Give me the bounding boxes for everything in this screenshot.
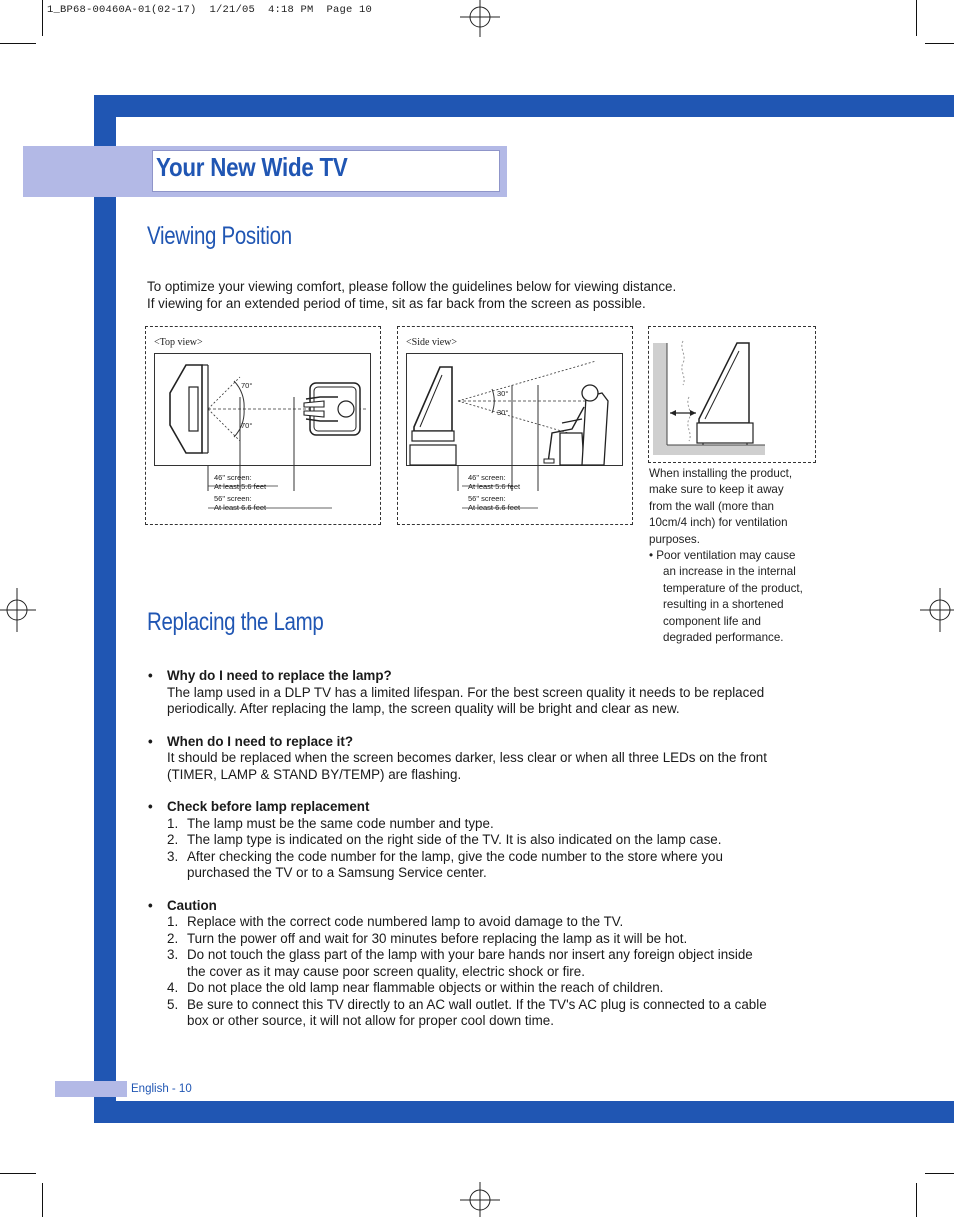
install-note-bullet-line-6: degraded performance.	[663, 631, 784, 645]
list-number: 5.	[167, 996, 179, 1012]
install-note: When installing the product, make sure t…	[649, 466, 819, 646]
list-item: 1. Replace with the correct code numbered…	[167, 914, 828, 931]
list-item: 2. Turn the power off and wait for 30 min…	[167, 931, 828, 948]
faq-why-replace: • Why do I need to replace the lamp? The…	[148, 668, 828, 718]
install-note-line-4: 10cm/4 inch) for ventilation	[649, 516, 788, 530]
top-view-dist2-label: 56" screen:	[214, 494, 252, 503]
title-box	[152, 150, 500, 192]
bottom-blue-band	[94, 1101, 954, 1123]
top-view-diagram-icon	[154, 353, 371, 491]
list-text: Do not place the old lamp near flammable…	[187, 980, 664, 995]
faq-check-before: • Check before lamp replacement 1. The la…	[148, 799, 828, 882]
side-view-label: <Side view>	[406, 337, 457, 348]
side-view-distance-56: 56" screen: At least 6.6 feet	[468, 494, 521, 512]
side-view-dist2-value: At least 6.6 feet	[468, 502, 521, 512]
side-view-diagram-icon	[406, 353, 623, 491]
list-number: 3.	[167, 848, 179, 864]
faq-bullet: •	[148, 799, 153, 814]
top-blue-band	[94, 95, 954, 117]
faq-bullet: •	[148, 668, 153, 683]
list-text: Turn the power off and wait for 30 minut…	[187, 930, 688, 946]
list-item: 1. The lamp must be the same code number …	[167, 816, 828, 833]
print-header: 1_BP68-00460A-01(02-17) 1/21/05 4:18 PM …	[47, 4, 373, 16]
list-number: 2.	[167, 832, 179, 847]
side-view-figure: <Side view> 30° 30° 46" screen: At least…	[397, 326, 633, 525]
top-view-figure: <Top view> 70° 70° 46" screen: At least …	[145, 326, 381, 525]
list-number: 2.	[167, 930, 179, 946]
faq-answer-line-2: (TIMER, LAMP & STAND BY/TEMP) are flashi…	[167, 766, 462, 782]
list-text: Replace with the correct code numbered l…	[187, 914, 624, 929]
faq-answer-line-1: The lamp used in a DLP TV has a limited …	[167, 684, 765, 700]
list-item: 3. After checking the code number for the…	[167, 849, 828, 882]
viewing-position-heading: Viewing Position	[147, 222, 292, 250]
faq-answer-line-1: It should be replaced when the screen be…	[167, 750, 767, 765]
top-view-angle-lower: 70°	[241, 421, 253, 430]
list-item: 4. Do not place the old lamp near flammab…	[167, 980, 828, 997]
caution-list: 1. Replace with the correct code numbered…	[167, 914, 828, 1030]
top-view-dist1-label: 46" screen:	[214, 473, 252, 482]
install-note-line-3: from the wall (more than	[649, 499, 775, 513]
side-view-angle-lower: 30°	[497, 408, 509, 417]
registration-mark-right-icon	[920, 588, 954, 632]
faq-when-replace: • When do I need to replace it? It shoul…	[148, 734, 828, 784]
list-number: 1.	[167, 815, 179, 831]
list-text-cont: the cover as it may cause poor screen qu…	[187, 963, 585, 979]
list-text: After checking the code number for the l…	[187, 848, 723, 864]
page-title: Your New Wide TV	[156, 152, 348, 182]
list-item: 3. Do not touch the glass part of the lam…	[167, 947, 828, 980]
registration-mark-top-icon	[460, 0, 500, 37]
list-number: 3.	[167, 947, 179, 962]
list-text: Do not touch the glass part of the lamp …	[187, 947, 753, 962]
top-view-distance-56: 56" screen: At least 6.6 feet	[214, 494, 267, 512]
install-note-line-2: make sure to keep it away	[649, 483, 784, 497]
top-view-label: <Top view>	[154, 337, 203, 348]
faq-answer-line-2: periodically. After replacing the lamp, …	[167, 701, 680, 716]
install-note-bullet-line-2: an increase in the internal	[663, 565, 796, 579]
faq-question: When do I need to replace it?	[167, 733, 353, 749]
faq-question: Check before lamp replacement	[167, 799, 370, 814]
wall-clearance-figure	[648, 326, 816, 463]
list-item: 2. The lamp type is indicated on the righ…	[167, 832, 828, 849]
side-view-distance-lines-icon	[462, 485, 538, 509]
list-text-cont: purchased the TV or to a Samsung Service…	[187, 865, 487, 880]
wall-clearance-diagram-icon	[653, 340, 765, 455]
side-view-angle-upper: 30°	[497, 389, 509, 398]
viewing-intro-line-2: If viewing for an extended period of tim…	[147, 296, 646, 311]
list-text: The lamp type is indicated on the right …	[187, 832, 722, 847]
list-text-cont: box or other source, it will not allow f…	[187, 1013, 554, 1028]
install-note-bullet-line-4: resulting in a shortened	[663, 598, 784, 612]
faq-question: Why do I need to replace the lamp?	[167, 668, 392, 683]
left-blue-band	[94, 95, 116, 1123]
list-number: 1.	[167, 914, 179, 929]
install-note-line-5: purposes.	[649, 532, 700, 546]
replacing-lamp-heading: Replacing the Lamp	[147, 608, 324, 636]
list-number: 4.	[167, 980, 179, 995]
check-list: 1. The lamp must be the same code number …	[167, 816, 828, 882]
side-view-dist1-label: 46" screen:	[468, 473, 506, 482]
viewing-intro-line-1: To optimize your viewing comfort, please…	[147, 279, 677, 294]
faq-bullet: •	[148, 897, 153, 913]
top-view-dist2-value: At least 6.6 feet	[214, 502, 267, 512]
install-note-bullet-line-5: component life and	[663, 614, 761, 628]
faq-bullet: •	[148, 733, 153, 749]
top-view-angle-upper: 70°	[241, 381, 253, 390]
footer-bar	[55, 1081, 127, 1097]
lamp-faq: • Why do I need to replace the lamp? The…	[148, 668, 828, 1046]
list-text: Be sure to connect this TV directly to a…	[187, 996, 767, 1012]
registration-mark-left-icon	[0, 588, 36, 632]
faq-question: Caution	[167, 897, 217, 913]
registration-mark-bottom-icon	[460, 1182, 500, 1217]
page-number: English - 10	[131, 1083, 192, 1095]
install-note-bullet-line-3: temperature of the product,	[663, 581, 803, 595]
faq-caution: • Caution 1. Replace with the correct cod…	[148, 898, 828, 1030]
top-view-distance-lines-icon	[208, 485, 332, 509]
install-note-line-1: When installing the product,	[649, 467, 793, 480]
list-item: 5. Be sure to connect this TV directly to…	[167, 997, 828, 1030]
install-note-bullet-line-1: • Poor ventilation may cause	[649, 549, 796, 563]
list-text: The lamp must be the same code number an…	[187, 815, 494, 831]
side-view-dist2-label: 56" screen:	[468, 494, 506, 503]
